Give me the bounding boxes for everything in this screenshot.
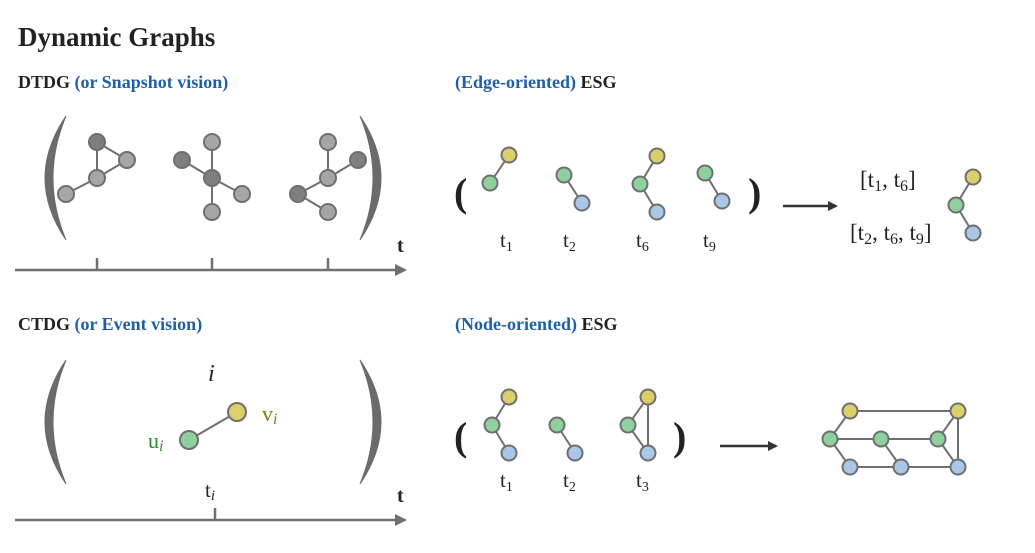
dtdg-time-axis: t bbox=[15, 235, 407, 276]
node-event-t2 bbox=[548, 416, 584, 462]
event-label-i: i bbox=[208, 361, 215, 387]
node-event-t1 bbox=[483, 388, 518, 462]
edge-time-label-2: t2 bbox=[563, 228, 576, 255]
dtdg-heading: DTDG (or Snapshot vision) bbox=[18, 72, 228, 93]
esg-node-subtitle: (Node-oriented) bbox=[455, 314, 577, 334]
ctdg-close-paren bbox=[359, 359, 382, 485]
edge-event-t6 bbox=[631, 147, 666, 221]
page-title: Dynamic Graphs bbox=[18, 22, 216, 52]
ctdg-subtitle: (or Event vision) bbox=[74, 314, 203, 334]
edge-time-label-6: t6 bbox=[636, 228, 649, 255]
event-node-v-label: vi bbox=[262, 401, 277, 428]
edge-event-t2 bbox=[555, 166, 591, 212]
event-time-label: ti bbox=[205, 478, 215, 504]
ctdg-time-axis: t bbox=[15, 485, 407, 526]
esg-node-label: ESG bbox=[581, 314, 618, 334]
esg-edge-heading: (Edge-oriented) ESG bbox=[455, 72, 617, 93]
edge-time-label-9: t9 bbox=[703, 228, 716, 255]
node-event-t3 bbox=[619, 388, 657, 462]
ctdg-open-paren bbox=[44, 359, 67, 485]
esg-node-close-paren: ) bbox=[673, 414, 686, 459]
esg-node-heading: (Node-oriented) ESG bbox=[455, 314, 618, 335]
dtdg-subtitle: (or Snapshot vision) bbox=[74, 72, 229, 92]
node-time-label-3: t3 bbox=[636, 468, 649, 495]
ctdg-axis-label: t bbox=[397, 485, 404, 507]
merged-time-label-top: [t1, t6] bbox=[860, 167, 916, 195]
edge-time-label-1: t1 bbox=[500, 228, 513, 255]
event-edge bbox=[179, 402, 247, 450]
ctdg-label: CTDG bbox=[18, 314, 71, 334]
dtdg-open-paren bbox=[44, 115, 67, 241]
esg-edge-label: ESG bbox=[580, 72, 617, 92]
dtdg-axis-label: t bbox=[397, 235, 404, 257]
dtdg-label: DTDG bbox=[18, 72, 71, 92]
ctdg-heading: CTDG (or Event vision) bbox=[18, 314, 202, 335]
esg-edge-close-paren: ) bbox=[748, 170, 761, 215]
snapshot-graph-1 bbox=[57, 133, 136, 203]
node-time-label-2: t2 bbox=[563, 468, 576, 495]
esg-node-open-paren: ( bbox=[454, 414, 467, 459]
dtdg-close-paren bbox=[359, 115, 382, 241]
edge-time-labels: t1 t2 t6 t9 bbox=[500, 228, 716, 255]
node-time-labels: t1 t2 t3 bbox=[500, 468, 649, 495]
node-time-label-1: t1 bbox=[500, 468, 513, 495]
esg-edge-subtitle: (Edge-oriented) bbox=[455, 72, 576, 92]
edge-event-t1 bbox=[481, 146, 518, 192]
edge-event-t9 bbox=[696, 164, 731, 210]
esg-edge-open-paren: ( bbox=[454, 170, 467, 215]
event-node-u-label: ui bbox=[148, 428, 163, 455]
snapshot-graph-2 bbox=[173, 133, 251, 221]
snapshot-graph-3 bbox=[289, 133, 367, 221]
stacked-node-graph bbox=[821, 402, 967, 476]
merged-edge-graph bbox=[947, 168, 982, 242]
merged-time-label-bottom: [t2, t6, t9] bbox=[850, 220, 932, 248]
